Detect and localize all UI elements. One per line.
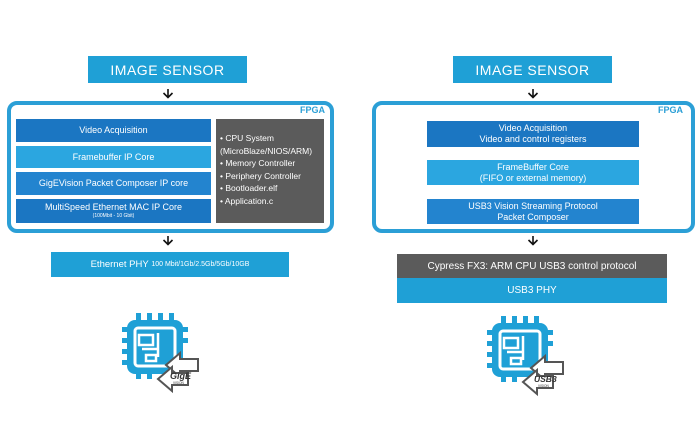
right-fpga-label: FPGA [658, 105, 684, 115]
left-ethernet-mac-block: MultiSpeed Ethernet MAC IP Core (100Mbit… [16, 199, 211, 223]
cpu-item: (MicroBlaze/NIOS/ARM) [220, 145, 313, 156]
left-gigevision-composer-block: GigEVision Packet Composer IP core [16, 172, 211, 195]
cpu-item: • Application.c [220, 195, 274, 206]
left-image-sensor: IMAGE SENSOR [88, 56, 247, 83]
gige-vision-chip-icon: GigE VISION [122, 313, 199, 394]
right-image-sensor: IMAGE SENSOR [453, 56, 612, 83]
cpu-item: • Memory Controller [220, 158, 296, 168]
left-arrow-down-icon [162, 89, 174, 99]
cpu-item: • CPU System [220, 133, 274, 143]
right-framebuffer-block: FrameBuffer Core (FIFO or external memor… [427, 160, 639, 185]
usb3-vision-chip-icon: USB3 VISION [487, 316, 564, 397]
usb3-logo-subtext: VISION [538, 384, 550, 388]
cpu-item-list: • CPU System (MicroBlaze/NIOS/ARM) • Memor… [220, 132, 324, 207]
cpu-item: • Bootloader.elf [220, 183, 278, 193]
left-video-acquisition-block: Video Acquisition [16, 119, 211, 142]
cpu-item: • Periphery Controller [220, 170, 301, 181]
right-arrow-down-icon-2 [527, 236, 539, 246]
right-cypress-fx3-block: Cypress FX3: ARM CPU USB3 control protoc… [397, 254, 667, 278]
gige-logo-subtext: VISION [173, 381, 185, 385]
left-ethernet-phy: Ethernet PHY 100 Mbit/1Gb/2.5Gb/5Gb/10GB [51, 252, 289, 277]
left-framebuffer-block: Framebuffer IP Core [16, 146, 211, 168]
right-arrow-down-icon [527, 89, 539, 99]
usb3-logo-text: USB3 [534, 374, 557, 384]
left-arrow-down-icon-2 [162, 236, 174, 246]
gige-logo-text: GigE [170, 371, 192, 381]
left-cpu-system-block: • CPU System (MicroBlaze/NIOS/ARM) • Memor… [216, 119, 324, 223]
right-video-acquisition-block: Video Acquisition Video and control regi… [427, 121, 639, 147]
right-usb3-streaming-block: USB3 Vision Streaming Protocol Packet Co… [427, 199, 639, 224]
left-fpga-label: FPGA [300, 105, 326, 115]
right-usb3-phy: USB3 PHY [397, 278, 667, 303]
